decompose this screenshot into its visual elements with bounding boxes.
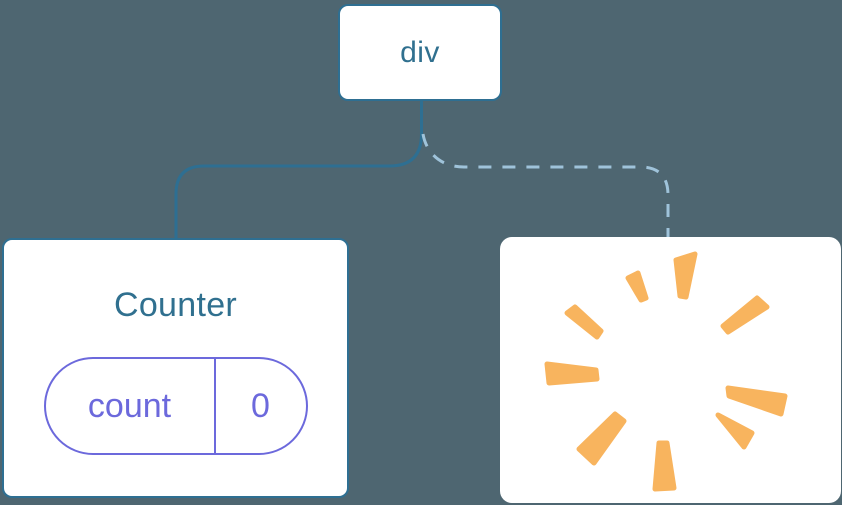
removed-node (500, 237, 841, 503)
state-value: 0 (251, 386, 270, 425)
connector-solid (174, 100, 423, 242)
state-key: count (46, 359, 216, 453)
counter-node-title: Counter (113, 286, 238, 324)
state-pill: count 0 (43, 357, 308, 455)
root-node-label: div (400, 35, 440, 69)
root-node-div: div (338, 4, 502, 101)
counter-node: Counter count 0 (2, 238, 349, 498)
poof-starburst-icon (544, 251, 788, 492)
connector-dashed (421, 133, 670, 239)
